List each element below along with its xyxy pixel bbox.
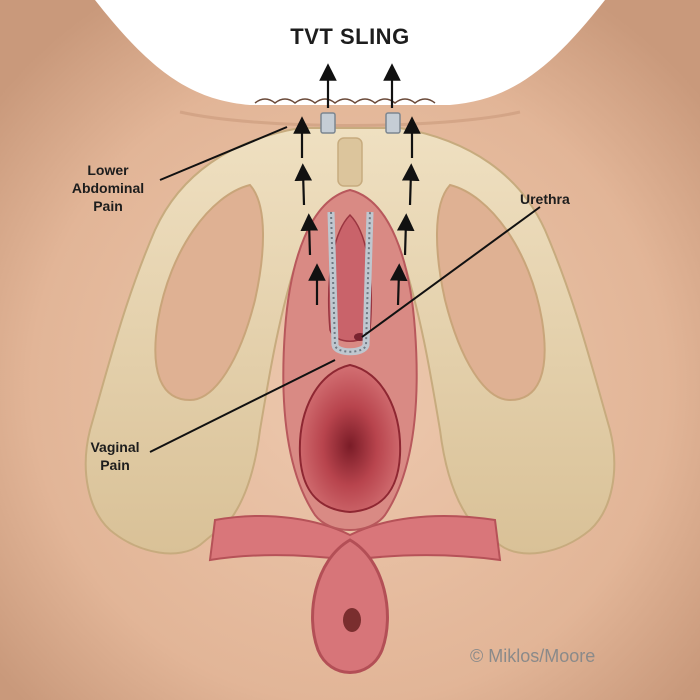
lower-abdominal-pain-label: Lower Abdominal Pain [52,161,164,215]
tvt-sling-mesh-pattern [330,211,371,353]
diagram-title: TVT SLING [290,24,410,49]
vaginal-pain-label: Vaginal Pain [70,438,160,474]
left-arrow-column [293,63,337,305]
abdomen-fold [179,110,521,127]
right-sling-tab [385,112,401,134]
label-line: Vaginal [90,439,140,455]
anal-sphincter [311,538,389,674]
pubic-hair [254,98,436,104]
vaginal-canal [298,363,402,514]
right-arrow-column [383,63,421,306]
urethra-label: Urethra [520,191,570,207]
copyright-notice: © Miklos/Moore [470,646,596,666]
anus [343,608,361,632]
left-sling-tab [320,112,336,134]
label-line: Abdominal [71,180,145,196]
label-line: Pain [93,198,123,214]
label-line: Lower [87,162,129,178]
perineal-muscle [208,515,502,562]
urethra-leader-line [361,206,541,338]
right-obturator-foramen [436,183,546,402]
lower-abdominal-leader-line [159,126,288,181]
left-obturator-foramen [154,183,264,402]
vaginal-leader-line [149,359,336,453]
pubic-symphysis [337,137,363,187]
label-line: Pain [100,457,130,473]
